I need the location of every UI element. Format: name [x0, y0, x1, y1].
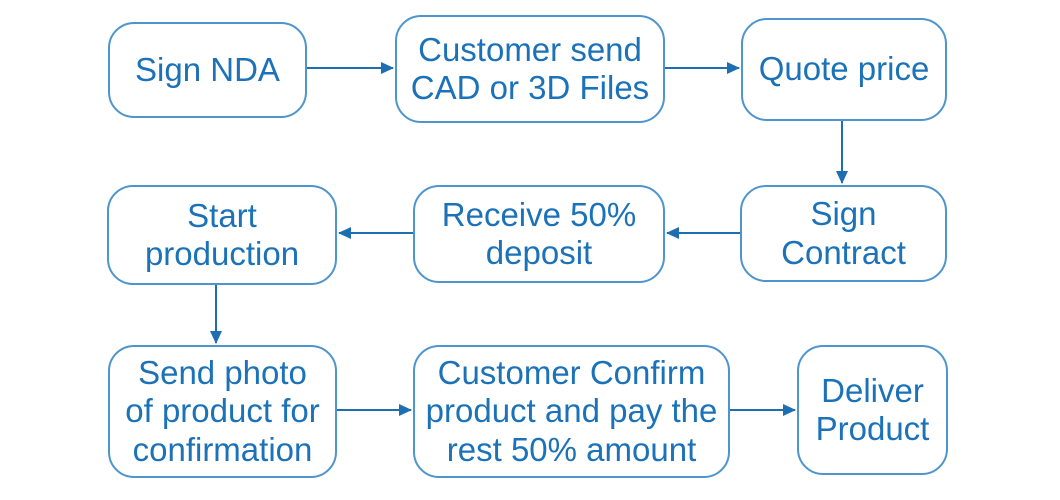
flow-node-label: Start production	[144, 196, 300, 272]
flow-node-sign-contract: Sign Contract	[740, 185, 947, 282]
flow-node-start-production: Start production	[107, 185, 337, 285]
flow-node-quote-price: Quote price	[741, 18, 947, 121]
flow-node-label: Send photo of product for confirmation	[125, 354, 320, 468]
flow-node-label: Sign Contract	[781, 195, 906, 271]
flow-node-label: Customer send CAD or 3D Files	[410, 30, 650, 106]
flow-node-label: Customer Confirm product and pay the res…	[425, 354, 718, 468]
flow-node-receive-deposit: Receive 50% deposit	[413, 185, 665, 283]
flow-node-label: Sign NDA	[135, 50, 280, 88]
flow-node-send-photo: Send photo of product for confirmation	[108, 345, 337, 478]
flow-node-sign-nda: Sign NDA	[108, 22, 307, 118]
flow-node-customer-send-files: Customer send CAD or 3D Files	[395, 15, 665, 123]
flow-node-label: Receive 50% deposit	[441, 195, 637, 271]
flow-node-label: Deliver Product	[815, 371, 930, 447]
flow-node-label: Quote price	[758, 50, 930, 88]
flow-node-deliver-product: Deliver Product	[797, 345, 948, 475]
flow-node-customer-confirm: Customer Confirm product and pay the res…	[413, 345, 730, 478]
